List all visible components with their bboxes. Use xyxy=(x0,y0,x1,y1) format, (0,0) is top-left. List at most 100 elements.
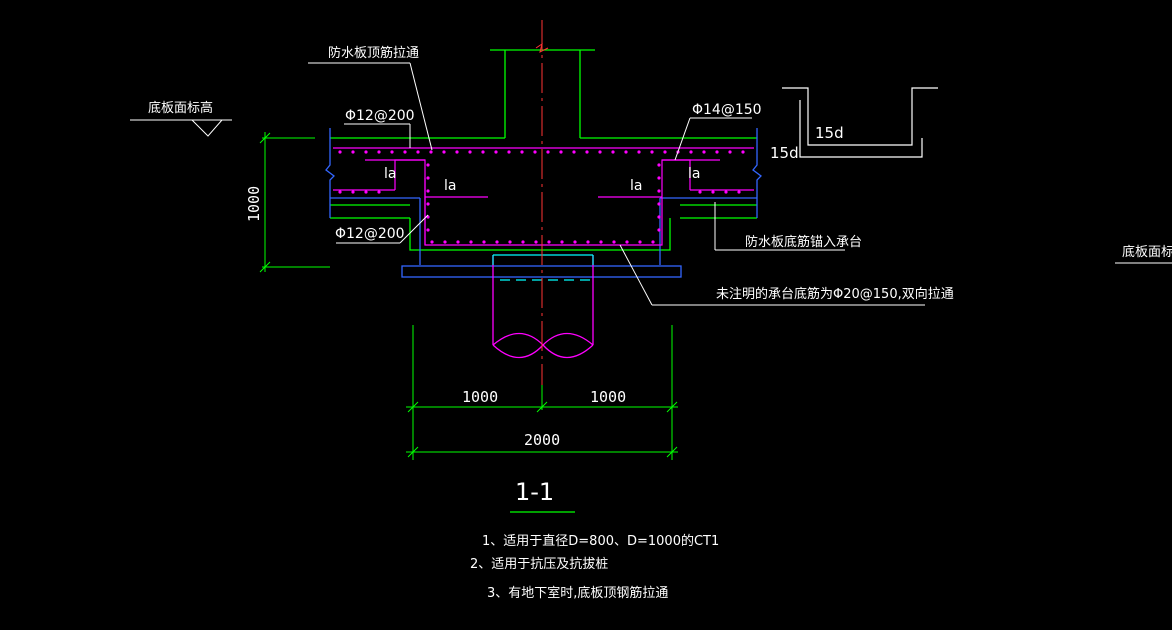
section-title: 1-1 xyxy=(515,478,554,506)
rebar-dot xyxy=(702,150,706,154)
rebar-dot xyxy=(624,150,628,154)
rebar-dot xyxy=(657,189,661,193)
rebar-dot xyxy=(426,189,430,193)
rebar-dots xyxy=(338,150,745,244)
rebar-dot xyxy=(611,150,615,154)
label-la-2: la xyxy=(444,178,456,194)
rebar-dot xyxy=(657,228,661,232)
rebar-dot xyxy=(521,240,525,244)
label-cap-bottom-bar-note: 未注明的承台底筋为Φ20@150,双向拉通 xyxy=(716,286,954,302)
rebar-dot xyxy=(456,240,460,244)
rebar-dot xyxy=(338,190,342,194)
rebar-dot xyxy=(495,240,499,244)
label-top-bar-through: 防水板顶筋拉通 xyxy=(328,45,419,61)
rebar-dot xyxy=(426,176,430,180)
rebar-dot xyxy=(598,150,602,154)
label-la-3: la xyxy=(630,178,642,194)
rebar-dot xyxy=(508,240,512,244)
rebar-dot xyxy=(657,176,661,180)
rebar-dot xyxy=(377,150,381,154)
hook-15d-label-b: 15d xyxy=(770,144,799,162)
label-rebar-top-left: Φ12@200 xyxy=(345,108,415,124)
rebar-dot xyxy=(698,190,702,194)
rebar-dot xyxy=(657,215,661,219)
rebar-dot xyxy=(547,240,551,244)
rebar-dot xyxy=(573,240,577,244)
rebar-dot xyxy=(560,240,564,244)
floor-level-mark-left xyxy=(130,119,232,137)
dim-height-value: 1000 xyxy=(245,186,263,222)
note-3: 3、有地下室时,底板顶钢筋拉通 xyxy=(487,585,668,601)
floor-level-label-left: 底板面标高 xyxy=(148,100,213,116)
rebar-lines xyxy=(333,147,754,246)
rebar-dot xyxy=(585,150,589,154)
rebar-dot xyxy=(426,228,430,232)
rebar-dot xyxy=(599,240,603,244)
rebar-dot xyxy=(612,240,616,244)
rebar-dot xyxy=(724,190,728,194)
rebar-dot xyxy=(728,150,732,154)
dim-total-value: 2000 xyxy=(524,431,560,449)
floor-level-label-right: 底板面标高 xyxy=(1122,244,1172,260)
rebar-dot xyxy=(657,163,661,167)
note-1: 1、适用于直径D=800、D=1000的CT1 xyxy=(482,533,719,549)
label-rebar-top-right: Φ14@150 xyxy=(692,102,762,118)
dim-right-half-value: 1000 xyxy=(590,388,626,406)
rebar-dot xyxy=(390,150,394,154)
rebar-dot xyxy=(737,190,741,194)
rebar-dot xyxy=(638,240,642,244)
rebar-dot xyxy=(468,150,472,154)
rebar-dot xyxy=(364,190,368,194)
rebar-dot xyxy=(625,240,629,244)
rebar-dot xyxy=(455,150,459,154)
rebar-dot xyxy=(403,150,407,154)
rebar-dot xyxy=(430,240,434,244)
rebar-dot xyxy=(494,150,498,154)
rebar-dot xyxy=(637,150,641,154)
rebar-dot xyxy=(741,150,745,154)
rebar-dot xyxy=(546,150,550,154)
rebar-dot xyxy=(559,150,563,154)
rebar-dot xyxy=(351,150,355,154)
rebar-dot xyxy=(429,150,433,154)
rebar-dot xyxy=(364,150,368,154)
rebar-dot xyxy=(507,150,511,154)
rebar-dot xyxy=(651,240,655,244)
rebar-dot xyxy=(442,150,446,154)
rebar-dot xyxy=(351,190,355,194)
rebar-dot xyxy=(657,202,661,206)
label-la-4: la xyxy=(688,166,700,182)
hook-15d-label-a: 15d xyxy=(815,124,844,142)
rebar-dot xyxy=(586,240,590,244)
rebar-dot xyxy=(426,202,430,206)
rebar-dot xyxy=(689,150,693,154)
waterproof-board-outline xyxy=(325,128,762,278)
label-la-1: la xyxy=(384,166,396,182)
rebar-dot xyxy=(469,240,473,244)
pile-outline xyxy=(492,255,594,359)
rebar-dot xyxy=(416,150,420,154)
rebar-dot xyxy=(481,150,485,154)
rebar-dot xyxy=(426,163,430,167)
leader-lines xyxy=(308,62,925,306)
note-2: 2、适用于抗压及抗拔桩 xyxy=(470,557,608,572)
hook-detail xyxy=(782,87,938,158)
rebar-dot xyxy=(443,240,447,244)
rebar-dot xyxy=(572,150,576,154)
rebar-dot xyxy=(520,150,524,154)
rebar-dot xyxy=(482,240,486,244)
label-rebar-bottom-left: Φ12@200 xyxy=(335,226,405,242)
dimension-lines xyxy=(259,132,678,460)
rebar-dot xyxy=(534,240,538,244)
rebar-dot xyxy=(711,190,715,194)
pile-top-cyan xyxy=(492,254,594,281)
centerline xyxy=(535,20,549,395)
label-bottom-bar-anchor: 防水板底筋锚入承台 xyxy=(745,234,862,250)
rebar-dot xyxy=(377,190,381,194)
rebar-dot xyxy=(338,150,342,154)
rebar-dot xyxy=(715,150,719,154)
dim-left-half-value: 1000 xyxy=(462,388,498,406)
rebar-dot xyxy=(663,150,667,154)
cap-outline xyxy=(330,137,757,251)
